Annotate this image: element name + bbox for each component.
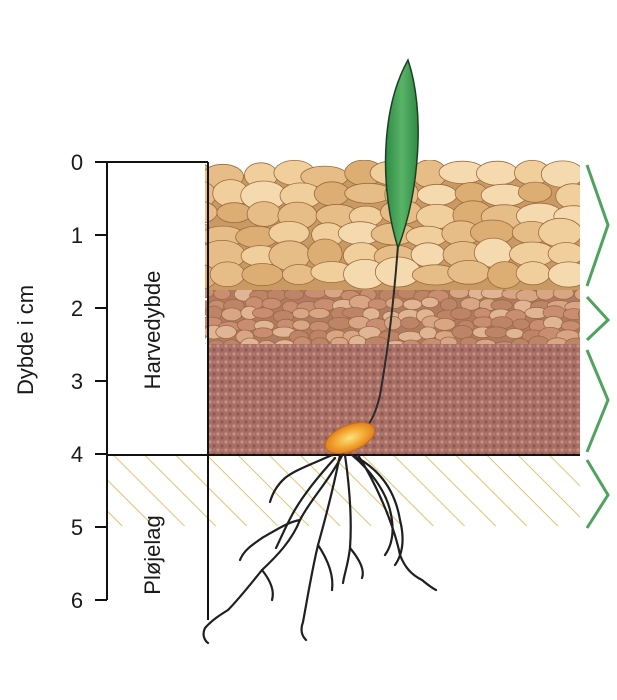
layer-brackets — [585, 164, 611, 529]
soil-crumb — [251, 307, 274, 319]
soil-crumb — [562, 308, 580, 320]
soil-crumb — [257, 340, 276, 344]
soil-crumb — [384, 315, 402, 331]
soil-crumb — [577, 310, 580, 319]
soil-crumb — [222, 339, 240, 344]
plough-layer-hatch — [108, 456, 580, 526]
soil-crumb — [274, 339, 295, 344]
soil-crumb — [546, 337, 569, 344]
soil-crumb — [207, 339, 225, 344]
soil-clod — [547, 261, 580, 288]
soil-clod — [517, 181, 553, 203]
soil-crumb — [510, 338, 530, 344]
soil-clod — [540, 160, 580, 188]
soil-crumb — [292, 319, 311, 331]
bracket-large-clods — [585, 164, 610, 287]
bracket-fine-soil — [585, 349, 610, 453]
soil-crumb — [384, 340, 408, 344]
soil-crumb — [574, 288, 580, 301]
soil-crumb — [240, 337, 260, 344]
soil-clod — [205, 247, 207, 260]
soil-crumb — [494, 341, 515, 344]
soil-crumb — [215, 325, 237, 339]
soil-clod — [241, 263, 284, 287]
axis-tick-label: 0 — [71, 150, 83, 175]
axis-tick-label: 3 — [71, 369, 83, 394]
soil-crumb — [221, 307, 243, 322]
soil-clod — [216, 202, 252, 224]
soil-crumb — [420, 296, 439, 308]
axis-tick-label: 6 — [71, 588, 83, 613]
soil-crumb — [564, 337, 580, 344]
soil-clod — [476, 160, 519, 186]
soil-clod — [281, 264, 317, 285]
soil-crumb — [310, 337, 329, 344]
zone-label-plojelag: Pløjelag — [140, 515, 165, 594]
soil-crumb — [552, 288, 575, 300]
soil-crumb — [402, 298, 423, 310]
axis-tick-label: 1 — [71, 223, 83, 248]
soil-crumb — [577, 329, 580, 340]
soil-clod — [417, 183, 458, 206]
medium-clod-layer — [181, 288, 602, 351]
soil-crumb — [512, 318, 530, 330]
plant-stem — [365, 244, 399, 429]
soil-clod — [209, 261, 246, 288]
soil-crumb — [385, 297, 404, 309]
soil-crumb — [560, 320, 580, 332]
soil-crumb — [401, 339, 421, 344]
soil-crumb — [581, 338, 602, 351]
soil-clod — [515, 261, 551, 286]
soil-crumb — [419, 326, 438, 340]
soil-clod — [538, 217, 580, 248]
soil-clod — [205, 163, 211, 182]
fine-soil-layer — [207, 340, 580, 454]
soil-clod — [447, 259, 491, 285]
soil-crumb — [205, 342, 206, 344]
soil-crumb — [433, 317, 456, 331]
soil-crumb — [283, 288, 305, 301]
soil-crumb — [181, 310, 204, 320]
soil-crumb — [451, 325, 473, 340]
zone-label-harvedybde: Harvedybde — [140, 271, 165, 390]
soil-crumb — [450, 307, 472, 320]
plant-roots — [202, 448, 438, 645]
soil-crumb — [400, 316, 420, 330]
axis-tick-label: 2 — [71, 296, 83, 321]
plant-leaf — [384, 58, 419, 251]
soil-clod — [205, 201, 218, 224]
soil-crumb — [213, 288, 231, 300]
soil-crumb — [439, 336, 458, 344]
soil-crumb — [261, 297, 282, 310]
soil-clod — [313, 181, 350, 207]
seed — [324, 422, 376, 454]
soil-crumb — [505, 328, 524, 339]
soil-crumb — [308, 307, 331, 319]
axis-label: Dybde i cm — [13, 285, 38, 395]
soil-crumb — [293, 336, 312, 344]
soil-clod — [555, 183, 580, 210]
soil-crumb — [292, 307, 310, 320]
soil-crumb — [475, 338, 497, 344]
soil-crumb — [348, 294, 372, 310]
depth-axis-ticks: 0 1 2 3 4 5 6 — [71, 150, 107, 613]
axis-tick-label: 5 — [71, 515, 83, 540]
soil-crumb — [252, 327, 274, 339]
soil-crumb — [205, 333, 207, 339]
soil-clod — [547, 242, 580, 266]
soil-crumb — [420, 337, 444, 344]
large-clod-layer — [205, 160, 580, 290]
soil-crumb — [484, 326, 509, 339]
bracket-plough-layer — [585, 459, 610, 529]
bracket-medium-clods — [585, 295, 611, 342]
soil-crumb — [330, 336, 349, 344]
soil-clod — [246, 201, 282, 227]
soil-crumb — [515, 289, 540, 303]
axis-tick-label: 4 — [71, 442, 83, 467]
